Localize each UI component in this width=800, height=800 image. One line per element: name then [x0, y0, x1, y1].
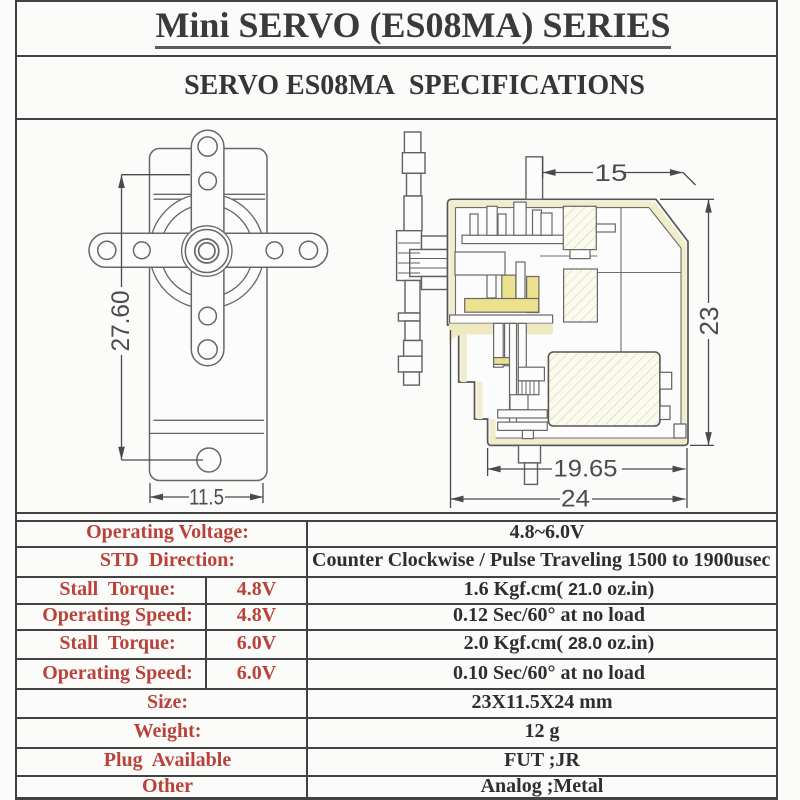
svg-text:23: 23 [694, 307, 724, 336]
svg-text:19.65: 19.65 [554, 456, 618, 483]
svg-text:15: 15 [595, 160, 628, 187]
svg-text:24: 24 [561, 486, 590, 513]
svg-text:27.60: 27.60 [107, 291, 135, 352]
svg-text:11.5: 11.5 [189, 485, 224, 510]
